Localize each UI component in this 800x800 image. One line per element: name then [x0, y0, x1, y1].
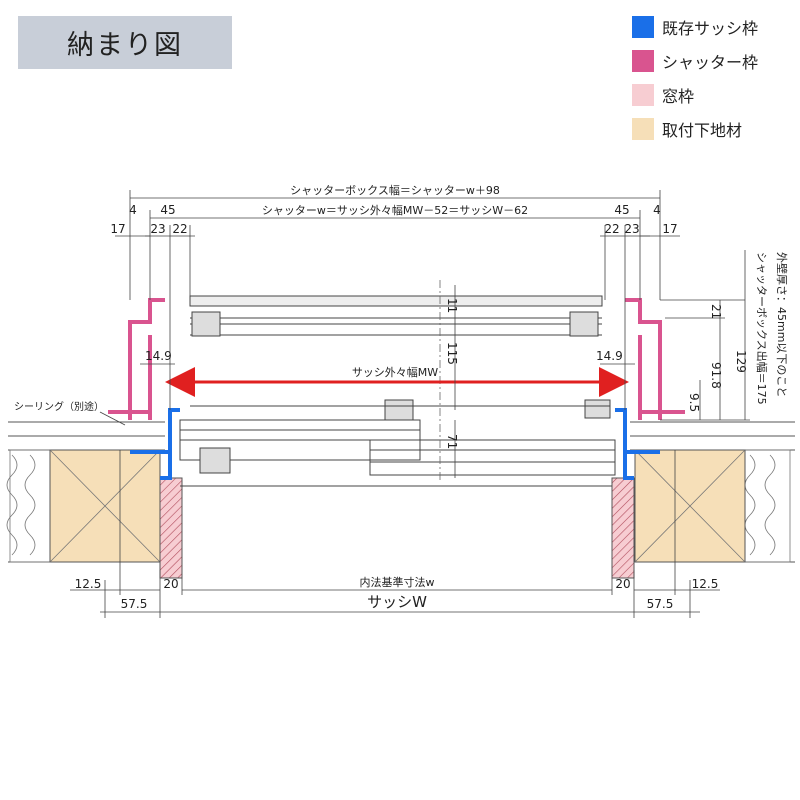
legend-swatch	[632, 16, 654, 38]
base-material	[49, 449, 746, 563]
dim-23-left: 23	[150, 222, 165, 236]
top-dimensions	[115, 190, 680, 410]
dim-14-9-left: 14.9	[145, 349, 172, 363]
dim-20-right: 20	[615, 577, 630, 591]
legend: 既存サッシ枠 シャッター枠 窓枠 取付下地材	[632, 10, 758, 146]
legend-swatch	[632, 118, 654, 140]
dim-115: 115	[445, 342, 459, 365]
dim-17-left: 17	[110, 222, 125, 236]
dim-91-8: 91.8	[709, 362, 723, 389]
shutter-frame-left	[108, 298, 165, 420]
sash-mw-label: サッシ外々幅MW	[352, 366, 438, 379]
dim-21: 21	[709, 304, 723, 319]
insulation-left	[6, 449, 51, 563]
existing-sash	[130, 408, 660, 480]
shutter-frame-right	[625, 298, 685, 420]
dim-9-5: 9.5	[687, 393, 701, 412]
legend-label: 窓枠	[662, 87, 695, 106]
legend-item-window-frame: 窓枠	[632, 78, 758, 112]
right-vertical-dims	[660, 250, 750, 421]
dim-12-5-left: 12.5	[75, 577, 102, 591]
wall-thickness-note: 外壁厚さ：45mm以下のこと	[775, 252, 789, 397]
legend-swatch	[632, 50, 654, 72]
dim-45-right: 45	[614, 203, 629, 217]
dim-14-9-right: 14.9	[596, 349, 623, 363]
box-depth-note: シャッターボックス出幅＝175	[755, 252, 769, 405]
dim-17-right: 17	[662, 222, 677, 236]
page-title: 納まり図	[18, 16, 232, 69]
dim-22-right: 22	[604, 222, 619, 236]
title-text: 納まり図	[67, 30, 183, 61]
box-width-label: シャッターボックス幅＝シャッターw＋98	[290, 184, 500, 197]
dim-22-left: 22	[172, 222, 187, 236]
dim-57-5-right: 57.5	[647, 597, 674, 611]
legend-label: 取付下地材	[662, 121, 743, 140]
sash-detail	[179, 399, 616, 487]
legend-label: 既存サッシ枠	[662, 19, 759, 38]
legend-item-shutter-frame: シャッター枠	[632, 44, 758, 78]
bottom-dimensions	[70, 450, 720, 618]
dim-20-left: 20	[163, 577, 178, 591]
dim-57-5-left: 57.5	[121, 597, 148, 611]
dim-45-left: 45	[160, 203, 175, 217]
shutter-w-label: シャッターw＝サッシ外々幅MW－52＝サッシW－62	[262, 204, 528, 217]
sealing-label: シーリング（別途）	[14, 400, 104, 413]
sash-w-label: サッシW	[367, 593, 427, 611]
legend-swatch	[632, 84, 654, 106]
insulation-right	[744, 449, 791, 563]
dim-4-left: 4	[129, 203, 137, 217]
dim-129: 129	[734, 350, 748, 373]
dim-23-right: 23	[624, 222, 639, 236]
dim-4-right: 4	[653, 203, 661, 217]
shutter-box	[189, 295, 603, 337]
dim-71: 71	[445, 434, 459, 449]
legend-label: シャッター枠	[662, 53, 759, 72]
dim-12-5-right: 12.5	[692, 577, 719, 591]
dim-11: 11	[445, 298, 459, 313]
legend-item-base-material: 取付下地材	[632, 112, 758, 146]
legend-item-existing-sash: 既存サッシ枠	[632, 10, 758, 44]
inner-w-label: 内法基準寸法w	[360, 575, 435, 589]
window-frame	[159, 477, 635, 579]
